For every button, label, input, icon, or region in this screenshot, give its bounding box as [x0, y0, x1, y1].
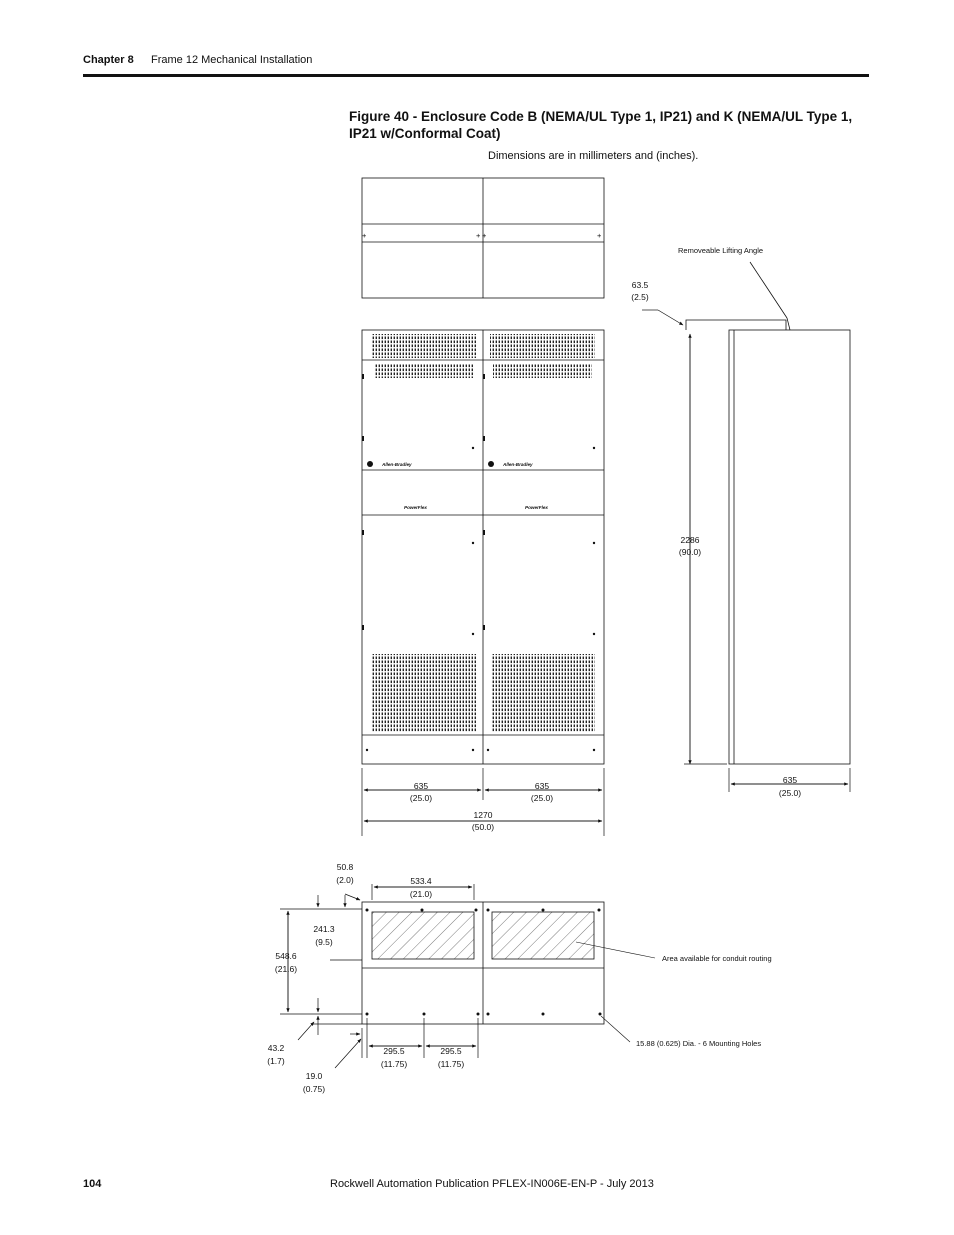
bottom-view	[361, 901, 656, 1043]
dim-635-side-in: (25.0)	[779, 788, 801, 798]
publication-footer: Rockwell Automation Publication PFLEX-IN…	[330, 1178, 654, 1190]
dim-1270-in: (50.0)	[472, 822, 494, 832]
chapter-label: Chapter 8	[83, 54, 134, 66]
dim-635-left-mm: 635	[414, 781, 428, 791]
dim-19-0-in: (0.75)	[303, 1084, 325, 1094]
bottom-dimensions	[280, 884, 479, 1069]
label-conduit-area: Area available for conduit routing	[662, 954, 772, 963]
dim-241-3-in: (9.5)	[315, 937, 333, 947]
header-rule	[83, 74, 869, 77]
label-lifting-angle: Removeable Lifting Angle	[678, 246, 763, 255]
dim-50-8-mm: 50.8	[337, 862, 354, 872]
dim-2286-mm: 2286	[681, 535, 700, 545]
top-view: + + + +	[361, 177, 605, 299]
label-mounting-holes: 15.88 (0.625) Dia. - 6 Mounting Holes	[636, 1039, 761, 1048]
dim-63-5-in: (2.5)	[631, 292, 649, 302]
product-logo-right: PowerFlex	[525, 505, 548, 510]
dim-533-4-in: (21.0)	[410, 889, 432, 899]
dim-19-0-mm: 19.0	[306, 1071, 323, 1081]
dim-533-4-mm: 533.4	[410, 876, 432, 886]
brand-logo-left: Allen-Bradley	[381, 462, 412, 467]
svg-text:+: +	[597, 231, 602, 240]
dim-635-right-in: (25.0)	[531, 793, 553, 803]
svg-text:+: +	[362, 231, 367, 240]
dim-548-6-mm: 548.6	[275, 951, 297, 961]
chapter-title: Frame 12 Mechanical Installation	[151, 54, 313, 66]
dim-50-8-in: (2.0)	[336, 875, 354, 885]
dim-63-5-mm: 63.5	[632, 280, 649, 290]
dim-295-5-left-mm: 295.5	[383, 1046, 405, 1056]
svg-text:+: +	[476, 231, 481, 240]
side-dimensions	[642, 309, 851, 792]
dimension-labels: Removeable Lifting Angle 63.5 (2.5) 2286…	[267, 246, 801, 1094]
page-number: 104	[83, 1178, 102, 1190]
side-view	[685, 261, 851, 765]
product-logo-left: PowerFlex	[404, 505, 427, 510]
figure-title: Figure 40 - Enclosure Code B (NEMA/UL Ty…	[349, 109, 853, 141]
dim-635-side-mm: 635	[783, 775, 797, 785]
dim-635-left-in: (25.0)	[410, 793, 432, 803]
dim-295-5-right-mm: 295.5	[440, 1046, 462, 1056]
dim-295-5-left-in: (11.75)	[381, 1059, 407, 1069]
figure-subtitle: Dimensions are in millimeters and (inche…	[488, 150, 699, 162]
dim-1270-mm: 1270	[474, 810, 493, 820]
dim-43-2-mm: 43.2	[268, 1043, 285, 1053]
dim-295-5-right-in: (11.75)	[438, 1059, 464, 1069]
front-dimensions	[361, 768, 605, 836]
dim-43-2-in: (1.7)	[267, 1056, 285, 1066]
brand-logo-right: Allen-Bradley	[502, 462, 533, 467]
dim-548-6-in: (21.6)	[275, 964, 297, 974]
front-view: Allen-Bradley Allen-Bradley PowerFlex Po…	[361, 329, 605, 765]
svg-text:+: +	[482, 231, 487, 240]
dim-2286-in: (90.0)	[679, 547, 701, 557]
dim-635-right-mm: 635	[535, 781, 549, 791]
dim-241-3-mm: 241.3	[313, 924, 335, 934]
